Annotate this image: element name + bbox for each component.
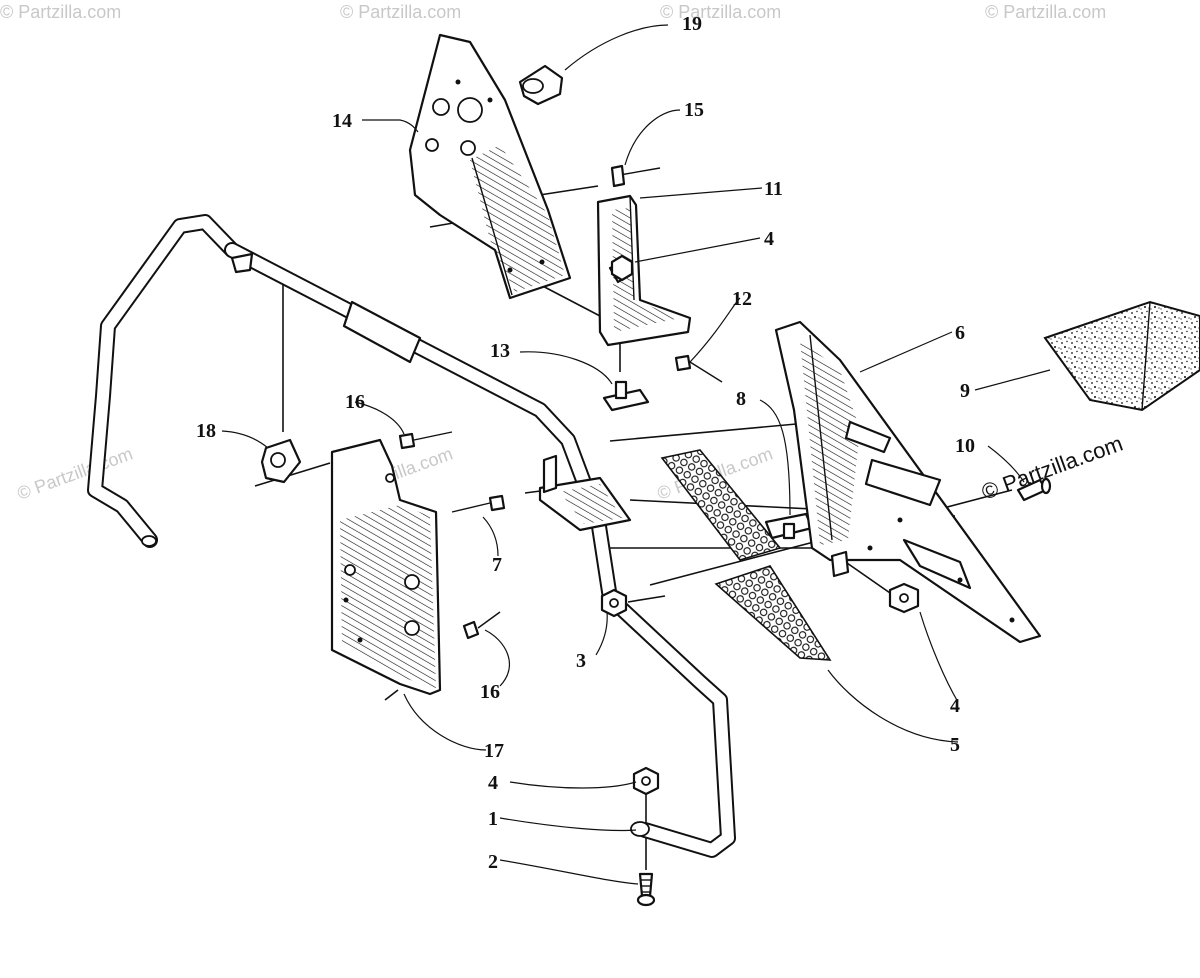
grommet — [518, 64, 564, 106]
nut-center — [600, 588, 628, 618]
handlebar-tube — [87, 214, 736, 858]
rivet-center — [451, 494, 506, 513]
label-16-top: 16 — [345, 391, 365, 413]
nut-right — [888, 582, 920, 614]
bushing — [260, 438, 302, 484]
label-6: 6 — [955, 322, 965, 344]
label-18: 18 — [196, 420, 216, 442]
rivet-lower-left — [462, 611, 501, 640]
label-9: 9 — [960, 380, 970, 402]
tab-bracket — [538, 454, 632, 532]
label-1: 1 — [488, 808, 498, 830]
foam-pad — [1043, 300, 1200, 412]
label-17: 17 — [484, 740, 504, 762]
label-16-bottom: 16 — [480, 681, 500, 703]
watermark-text: © Partzilla.com — [0, 2, 121, 22]
screw — [674, 354, 723, 383]
partzilla-watermark: © Partzilla.com — [978, 431, 1126, 505]
watermark-text: © Partzilla.com — [340, 2, 461, 22]
label-19: 19 — [682, 13, 702, 35]
label-4-top: 4 — [764, 228, 774, 250]
rivet-top — [610, 164, 661, 188]
side-screw — [1016, 477, 1052, 502]
label-14: 14 — [332, 110, 352, 132]
label-3: 3 — [576, 650, 586, 672]
lower-side-plate — [330, 438, 442, 696]
upper-bracket-plate — [408, 33, 572, 300]
nut-bracket — [610, 254, 634, 282]
label-5: 5 — [950, 734, 960, 756]
watermark-text: © Partzilla.com — [660, 2, 781, 22]
label-11: 11 — [764, 178, 783, 200]
label-8: 8 — [736, 388, 746, 410]
clip-fastener — [764, 512, 814, 540]
label-15: 15 — [684, 99, 704, 121]
mesh-grill — [660, 449, 832, 661]
label-4-bottom: 4 — [488, 772, 498, 794]
leader-lines — [221, 24, 1051, 885]
label-13: 13 — [490, 340, 510, 362]
bottom-bolt — [636, 872, 656, 907]
label-2: 2 — [488, 851, 498, 873]
clip-nut — [602, 380, 650, 412]
watermark-text: © Partzilla.com — [985, 2, 1106, 22]
triangular-panel — [774, 320, 1042, 644]
label-4-right: 4 — [950, 695, 960, 717]
part-labels: 19 14 15 11 4 12 6 13 9 8 16 18 10 7 3 1… — [196, 13, 975, 873]
nut-bottom — [632, 766, 660, 796]
label-10: 10 — [955, 435, 975, 457]
label-7: 7 — [492, 554, 502, 576]
label-12: 12 — [732, 288, 752, 310]
rivet-upper-left — [398, 431, 453, 450]
